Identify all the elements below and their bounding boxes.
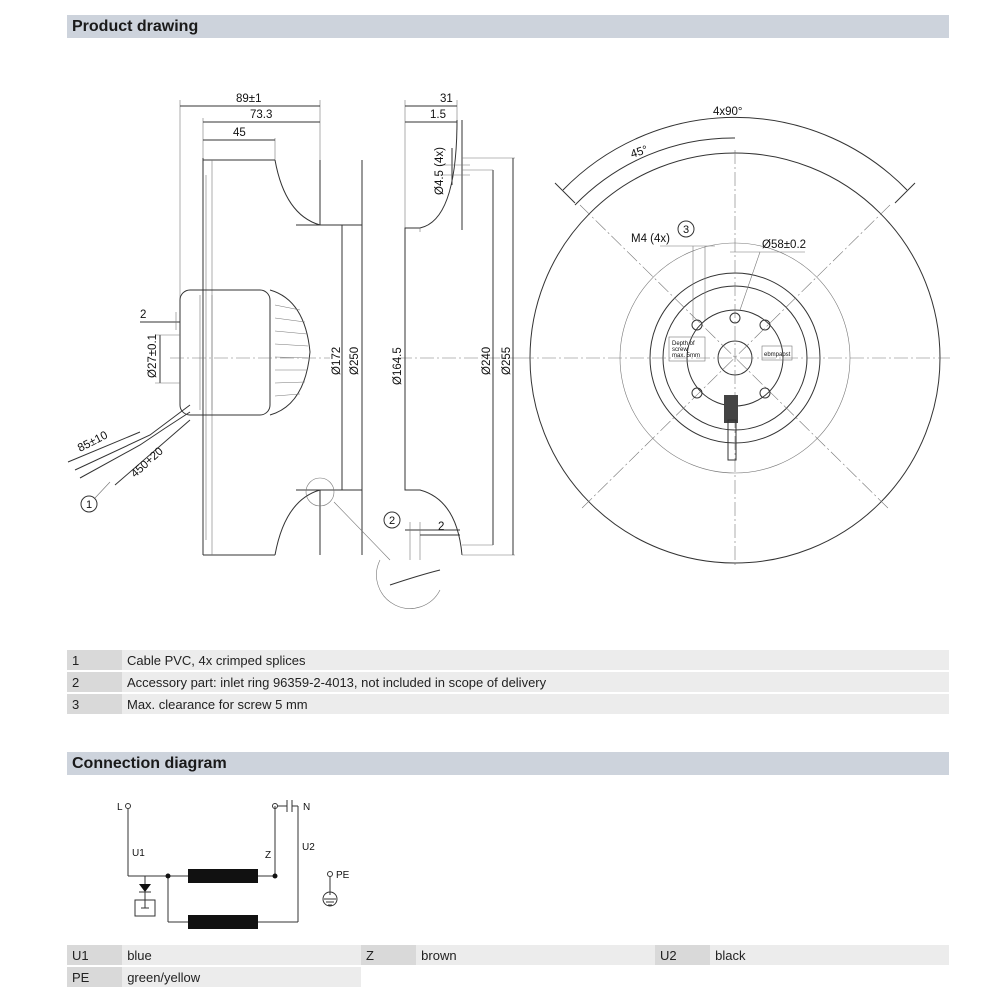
dim-m4: M4 (4x) xyxy=(631,233,670,245)
dim-164: Ø164.5 xyxy=(392,347,404,385)
dim-240: Ø240 xyxy=(481,347,493,375)
label-u2: U2 xyxy=(302,842,315,853)
wire-key: U1 xyxy=(67,945,123,965)
note-key: 2 xyxy=(67,672,122,692)
front-view xyxy=(520,116,950,565)
connection-diagram-header: Connection diagram xyxy=(67,752,949,775)
dim-58: Ø58±0.2 xyxy=(762,239,806,251)
dim-1-5: 1.5 xyxy=(430,109,446,121)
callout-2: 2 xyxy=(389,515,395,527)
label-z: Z xyxy=(265,850,271,861)
dim-73: 73.3 xyxy=(250,109,272,121)
note-row: 1 Cable PVC, 4x crimped splices xyxy=(67,650,949,670)
label-n: N xyxy=(303,802,310,813)
brand-label: ebmpapst xyxy=(764,352,791,358)
callout-3: 3 xyxy=(683,224,689,236)
wire-color-table: U1 blue Z brown U2 black PE green/yellow xyxy=(67,943,949,989)
section-view xyxy=(398,100,520,556)
wire-color: green/yellow xyxy=(122,967,361,987)
notes-table: 1 Cable PVC, 4x crimped splices 2 Access… xyxy=(67,648,949,716)
depth-label-3: max. 5mm xyxy=(672,353,700,359)
callout-1: 1 xyxy=(86,499,92,511)
note-text: Cable PVC, 4x crimped splices xyxy=(122,650,949,670)
wire-color: brown xyxy=(416,945,655,965)
depth-label-1: Depth of xyxy=(672,341,695,347)
wire-color: blue xyxy=(122,945,361,965)
note-row: 2 Accessory part: inlet ring 96359-2-401… xyxy=(67,672,949,692)
dim-85: 85±10 xyxy=(76,429,110,454)
dim-89: 89±1 xyxy=(236,93,262,105)
dim-450: 450+20 xyxy=(129,445,166,480)
note-row: 3 Max. clearance for screw 5 mm xyxy=(67,694,949,714)
wire-key: Z xyxy=(360,945,417,965)
dim-45deg: 45° xyxy=(629,144,649,161)
dim-4x90: 4x90° xyxy=(713,106,743,118)
note-key: 3 xyxy=(67,694,122,714)
wire-color: black xyxy=(710,945,949,965)
dim-255: Ø255 xyxy=(501,347,513,375)
note-text: Accessory part: inlet ring 96359-2-4013,… xyxy=(122,672,949,692)
label-l: L xyxy=(117,802,123,813)
product-drawing-header: Product drawing xyxy=(67,15,949,38)
dim-2b: 2 xyxy=(438,521,444,533)
product-drawing: 89±1 73.3 45 2 Ø27±0.1 85±10 450+20 Ø172… xyxy=(67,93,950,609)
side-view xyxy=(67,100,460,609)
wiring-schematic xyxy=(125,800,338,929)
dim-31: 31 xyxy=(440,93,453,105)
dim-2: 2 xyxy=(140,309,146,321)
depth-label-2: screw xyxy=(672,347,688,353)
wire-row: U1 blue Z brown U2 black xyxy=(67,945,949,965)
dim-4-5: Ø4.5 (4x) xyxy=(434,147,446,195)
note-key: 1 xyxy=(67,650,122,670)
label-pe: PE xyxy=(336,870,350,881)
wire-key: PE xyxy=(67,967,123,987)
label-u1: U1 xyxy=(132,848,145,859)
dimension-labels: 89±1 73.3 45 2 Ø27±0.1 85±10 450+20 Ø172… xyxy=(76,93,806,533)
wire-key: U2 xyxy=(654,945,711,965)
dim-45: 45 xyxy=(233,127,246,139)
note-text: Max. clearance for screw 5 mm xyxy=(122,694,949,714)
dim-27: Ø27±0.1 xyxy=(147,334,159,378)
dim-250: Ø250 xyxy=(349,347,361,375)
dim-172: Ø172 xyxy=(331,347,343,375)
wire-row: PE green/yellow xyxy=(67,967,949,987)
